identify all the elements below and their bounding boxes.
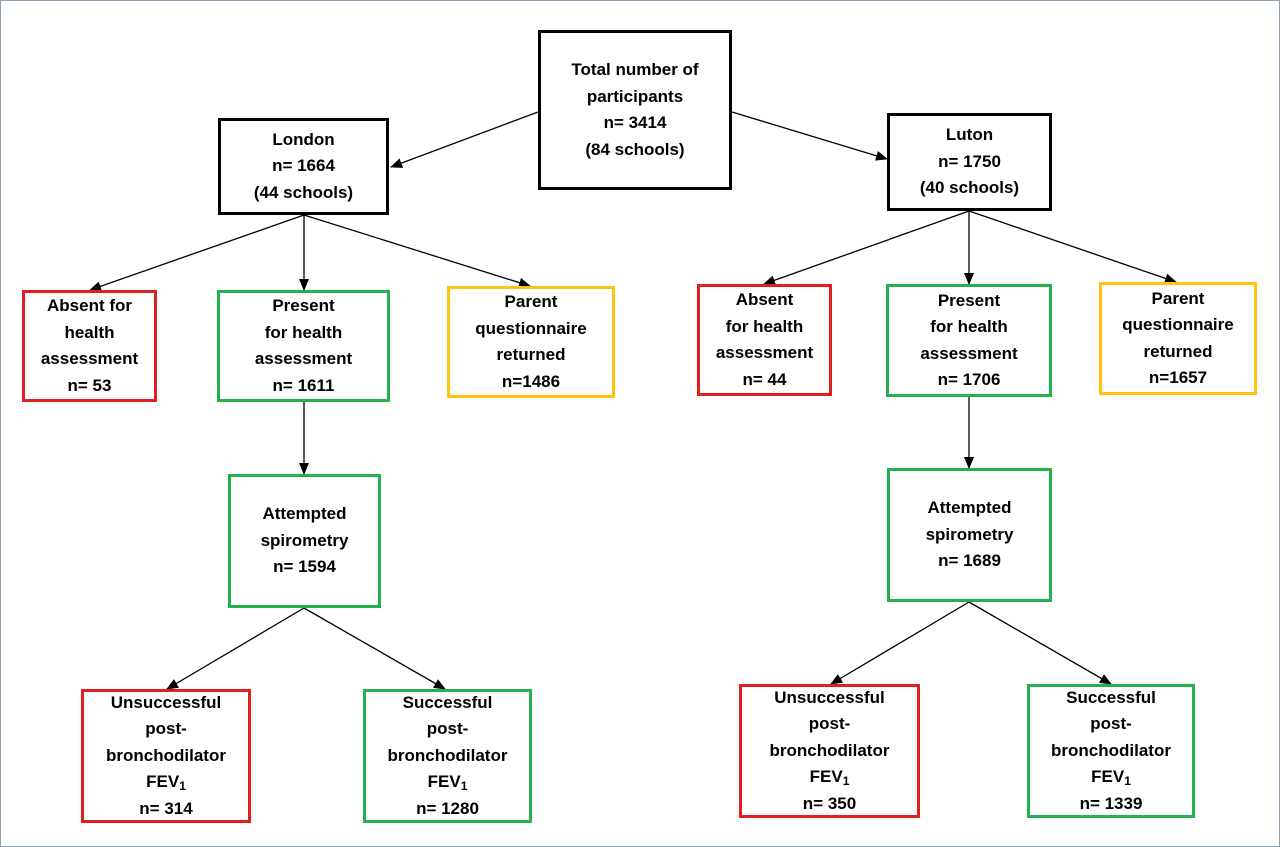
fev-label: FEV [146, 772, 180, 792]
luton-site-count: n= 1750 [938, 151, 1001, 171]
luton-present-box: Present for health assessment n= 1706 [886, 284, 1052, 397]
london-unsuccessful-line-3: bronchodilator [106, 745, 226, 765]
london-absent-count: n= 53 [67, 375, 112, 395]
total-participants-box: Total number of participants n= 3414 (84… [538, 30, 732, 190]
london-site-name: London [272, 129, 335, 149]
fev-subscript: 1 [842, 774, 850, 789]
luton-absent-line-2: for health [725, 316, 804, 336]
luton-present-count: n= 1706 [937, 370, 1001, 389]
london-spirometry-count: n= 1594 [273, 557, 336, 577]
london-present-line-1: Present [272, 296, 335, 315]
london-unsuccessful-box: Unsuccessful post- bronchodilator FEV1 n… [81, 689, 251, 823]
london-unsuccessful-line-2: post- [145, 719, 187, 739]
luton-present-line-1: Present [937, 290, 1001, 310]
luton-unsuccessful-line-1: Unsuccessful [774, 687, 885, 707]
london-site-schools: (44 schools) [253, 182, 354, 202]
luton-questionnaire-line-1: Parent [1151, 288, 1205, 308]
fev-subscript: 1 [460, 779, 468, 794]
london-absent-line-1: Absent for [47, 296, 132, 315]
luton-absent-line-1: Absent [735, 290, 794, 309]
arrow-total-to-luton [731, 111, 888, 161]
london-successful-line-3: bronchodilator [387, 745, 508, 765]
fev-label: FEV [1091, 767, 1125, 787]
london-unsuccessful-count: n= 314 [139, 798, 193, 818]
luton-present-line-3: assessment [920, 343, 1018, 363]
london-successful-line-1: Successful [402, 692, 493, 712]
arrow-london-spirometry-to-successful [303, 607, 446, 690]
london-spirometry-box: Attempted spirometry n= 1594 [228, 474, 381, 608]
luton-site-name: Luton [945, 125, 994, 145]
london-unsuccessful-line-1: Unsuccessful [110, 692, 222, 712]
luton-successful-count: n= 1339 [1079, 793, 1143, 813]
total-line-2: participants [586, 86, 684, 106]
luton-absent-count: n= 44 [742, 369, 787, 389]
luton-site-schools: (40 schools) [919, 178, 1020, 198]
london-questionnaire-count: n=1486 [501, 371, 561, 391]
total-line-3: n= 3414 [603, 113, 667, 132]
luton-successful-fev: FEV1 [1091, 764, 1131, 791]
london-questionnaire-box: Parent questionnaire returned n=1486 [447, 286, 615, 398]
luton-successful-line-1: Successful [1066, 687, 1156, 707]
luton-unsuccessful-count: n= 350 [802, 793, 857, 813]
london-present-count: n= 1611 [272, 375, 335, 395]
luton-questionnaire-line-3: returned [1143, 341, 1213, 361]
luton-unsuccessful-box: Unsuccessful post- bronchodilator FEV1 n… [739, 684, 920, 818]
london-unsuccessful-fev: FEV1 [146, 769, 186, 796]
luton-questionnaire-count: n=1657 [1148, 368, 1208, 387]
luton-questionnaire-box: Parent questionnaire returned n=1657 [1099, 282, 1257, 395]
luton-successful-line-2: post- [1090, 714, 1132, 734]
luton-successful-box: Successful post- bronchodilator FEV1 n= … [1027, 684, 1195, 818]
london-successful-fev: FEV1 [428, 769, 468, 796]
luton-present-line-2: for health [930, 317, 1008, 336]
luton-spirometry-line-1: Attempted [927, 498, 1012, 518]
arrow-london-to-questionnaire [303, 214, 531, 288]
luton-unsuccessful-line-2: post- [808, 714, 851, 734]
arrow-luton-to-questionnaire [968, 210, 1177, 284]
london-successful-line-2: post- [426, 719, 469, 739]
london-site-box: London n= 1664 (44 schools) [218, 118, 389, 215]
total-line-4: (84 schools) [585, 139, 685, 159]
luton-unsuccessful-fev: FEV1 [810, 764, 850, 791]
london-successful-box: Successful post- bronchodilator FEV1 n= … [363, 689, 532, 823]
luton-unsuccessful-line-3: bronchodilator [769, 740, 890, 760]
luton-absent-line-3: assessment [715, 343, 814, 362]
luton-spirometry-count: n= 1689 [938, 551, 1001, 571]
luton-questionnaire-line-2: questionnaire [1122, 315, 1234, 334]
arrow-luton-spirometry-to-unsuccessful [830, 601, 970, 685]
london-spirometry-line-2: spirometry [260, 530, 349, 550]
london-absent-box: Absent for health assessment n= 53 [22, 290, 157, 402]
luton-site-box: Luton n= 1750 (40 schools) [887, 113, 1052, 211]
fev-label: FEV [427, 772, 461, 792]
london-present-line-2: for health [264, 322, 343, 342]
london-site-count: n= 1664 [272, 156, 335, 176]
arrow-london-to-absent [89, 214, 305, 292]
luton-absent-box: Absent for health assessment n= 44 [697, 284, 832, 396]
london-present-line-3: assessment [254, 349, 353, 368]
london-questionnaire-line-2: questionnaire [475, 318, 587, 338]
total-line-1: Total number of [571, 60, 699, 79]
london-questionnaire-line-1: Parent [504, 292, 558, 311]
fev-subscript: 1 [1124, 774, 1131, 789]
luton-spirometry-box: Attempted spirometry n= 1689 [887, 468, 1052, 602]
arrow-london-spirometry-to-unsuccessful [166, 607, 305, 690]
arrow-luton-to-absent [763, 210, 970, 286]
london-spirometry-line-1: Attempted [262, 504, 347, 524]
luton-spirometry-line-2: spirometry [925, 524, 1014, 544]
fev-label: FEV [809, 767, 843, 787]
london-present-box: Present for health assessment n= 1611 [217, 290, 390, 402]
arrow-total-to-london [390, 111, 539, 168]
fev-subscript: 1 [179, 779, 186, 794]
london-successful-count: n= 1280 [416, 798, 479, 818]
arrow-luton-spirometry-to-successful [968, 601, 1112, 685]
london-absent-line-3: assessment [40, 349, 139, 368]
london-absent-line-2: health [64, 322, 115, 342]
london-questionnaire-line-3: returned [496, 345, 566, 364]
luton-successful-line-3: bronchodilator [1051, 740, 1171, 760]
